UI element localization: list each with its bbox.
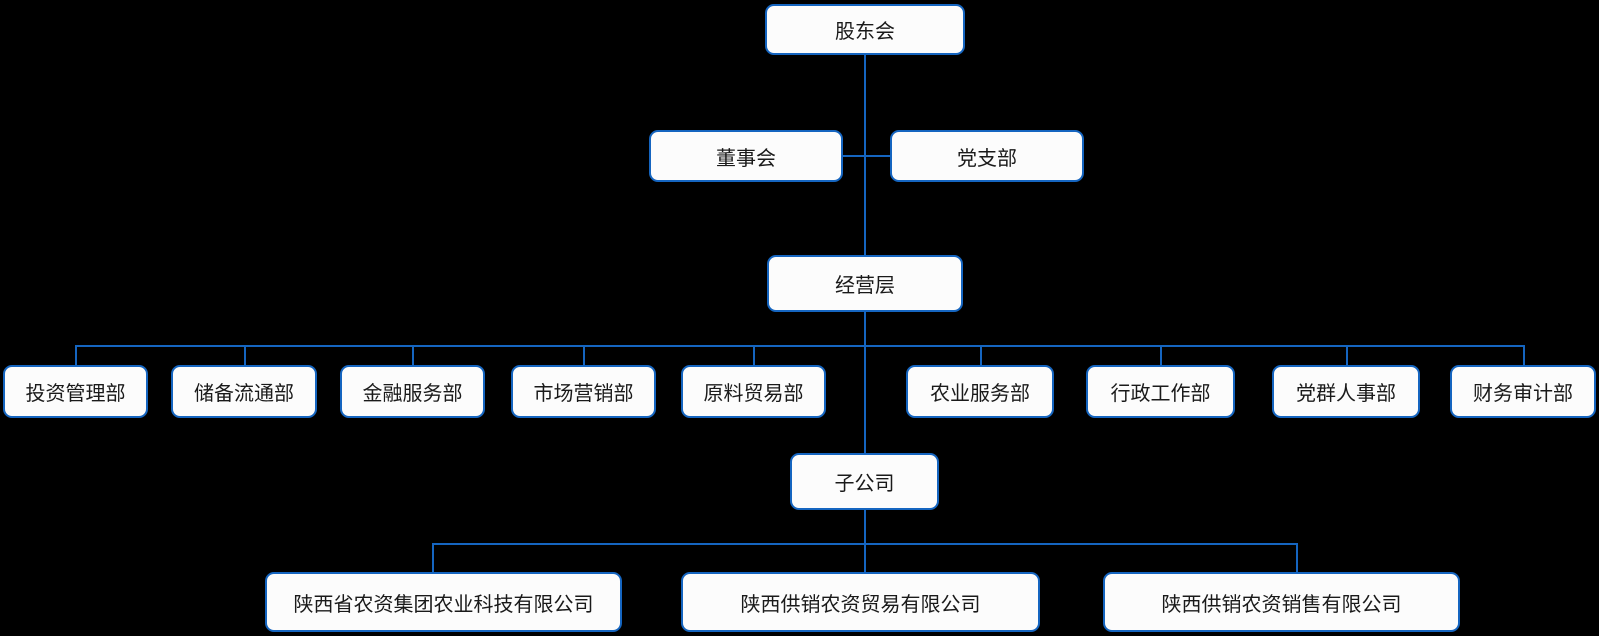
- connector-drop-dept-4: [583, 345, 585, 365]
- node-dept-agricultural-services[interactable]: 农业服务部: [906, 365, 1054, 418]
- connector-drop-company-1: [432, 543, 434, 572]
- node-company-agri-tech[interactable]: 陕西省农资集团农业科技有限公司: [265, 572, 622, 632]
- connector-drop-dept-7: [1160, 345, 1162, 365]
- connector-trunk-mid: [864, 312, 866, 453]
- node-dept-party-personnel[interactable]: 党群人事部: [1272, 365, 1420, 418]
- connector-drop-dept-9: [1523, 345, 1525, 365]
- node-dept-raw-material-trade[interactable]: 原料贸易部: [681, 365, 826, 418]
- connector-drop-dept-8: [1346, 345, 1348, 365]
- connector-drop-company-2: [864, 543, 866, 572]
- connector-departments-bus: [75, 345, 1525, 347]
- connector-drop-dept-3: [412, 345, 414, 365]
- connector-drop-dept-1: [75, 345, 77, 365]
- node-management-level[interactable]: 经营层: [767, 255, 963, 312]
- connector-drop-dept-6: [980, 345, 982, 365]
- node-party-branch[interactable]: 党支部: [890, 130, 1084, 182]
- connector-drop-dept-5: [753, 345, 755, 365]
- node-subsidiaries[interactable]: 子公司: [790, 453, 939, 510]
- node-dept-financial-services[interactable]: 金融服务部: [340, 365, 485, 418]
- connector-drop-company-3: [1296, 543, 1298, 572]
- connector-trunk-bottom: [864, 510, 866, 543]
- node-company-trade[interactable]: 陕西供销农资贸易有限公司: [681, 572, 1040, 632]
- node-dept-finance-audit[interactable]: 财务审计部: [1450, 365, 1596, 418]
- node-dept-reserve-circulation[interactable]: 储备流通部: [171, 365, 317, 418]
- node-dept-marketing[interactable]: 市场营销部: [511, 365, 656, 418]
- node-board-of-directors[interactable]: 董事会: [649, 130, 843, 182]
- node-company-sales[interactable]: 陕西供销农资销售有限公司: [1103, 572, 1460, 632]
- node-dept-investment-management[interactable]: 投资管理部: [3, 365, 148, 418]
- connector-drop-dept-2: [244, 345, 246, 365]
- connector-board-party: [843, 155, 890, 157]
- node-dept-administrative-work[interactable]: 行政工作部: [1086, 365, 1235, 418]
- node-shareholders-meeting[interactable]: 股东会: [765, 4, 965, 55]
